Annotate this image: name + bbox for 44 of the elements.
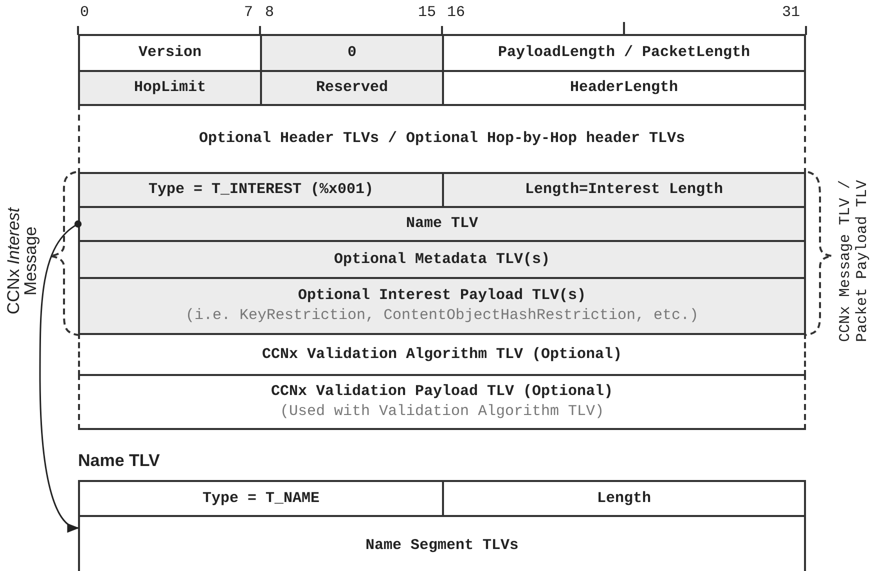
field-label: Name TLV (406, 214, 478, 234)
field-label: Version (138, 43, 202, 63)
field-label: Optional Header TLVs / Optional Hop-by-Hop header TLVs (198, 129, 686, 149)
field-label: Reserved (316, 78, 388, 98)
bit-number: 7 (244, 4, 254, 21)
arrow (39, 220, 82, 531)
bit-number: 8 (265, 4, 274, 21)
field-label: Optional Interest Payload TLV(s) (298, 286, 586, 306)
field-label: Optional Metadata TLV(s) (334, 250, 550, 270)
header-field (78, 34, 262, 72)
bit-number: 15 (418, 4, 436, 21)
field-label: HeaderLength (570, 78, 678, 98)
header-field (78, 104, 806, 174)
header-field (260, 34, 444, 72)
field-note: (Used with Validation Algorithm TLV) (280, 402, 604, 422)
brace-label: CCNx Message TLV / Packet Payload TLV (837, 178, 871, 344)
field-label: Type = T_INTEREST (%x001) (148, 180, 374, 200)
tlv-field (78, 240, 806, 279)
field-label: HopLimit (134, 78, 206, 98)
tlv-field (78, 172, 444, 208)
bit-number: 31 (782, 4, 800, 21)
field-label: Type = T_NAME (202, 488, 320, 508)
table-heading: Name TLV (78, 451, 160, 471)
field-label: Length=Interest Length (524, 180, 724, 200)
tlv-field (442, 480, 806, 517)
tlv-field (442, 172, 806, 208)
tlv-field (78, 480, 444, 517)
header-field (78, 70, 262, 106)
tlv-field (78, 374, 806, 430)
header-field (442, 34, 806, 72)
bit-number: 0 (80, 4, 90, 21)
field-label: PayloadLength / PacketLength (498, 43, 750, 63)
field-label: CCNx Validation Payload TLV (Optional) (270, 382, 614, 402)
field-note: (i.e. KeyRestriction, ContentObjectHashRestriction, etc.) (185, 306, 699, 326)
tlv-field (78, 277, 806, 335)
field-label: Length (596, 488, 651, 508)
field-label: Name Segment TLVs (365, 536, 519, 556)
tlv-field (78, 333, 806, 376)
bit-number: 16 (447, 4, 466, 21)
header-field (260, 70, 444, 106)
field-label: 0 (347, 43, 356, 63)
field-label: CCNx Validation Algorithm TLV (Optional) (262, 344, 622, 364)
tlv-field (78, 515, 806, 571)
tlv-field (78, 206, 806, 242)
